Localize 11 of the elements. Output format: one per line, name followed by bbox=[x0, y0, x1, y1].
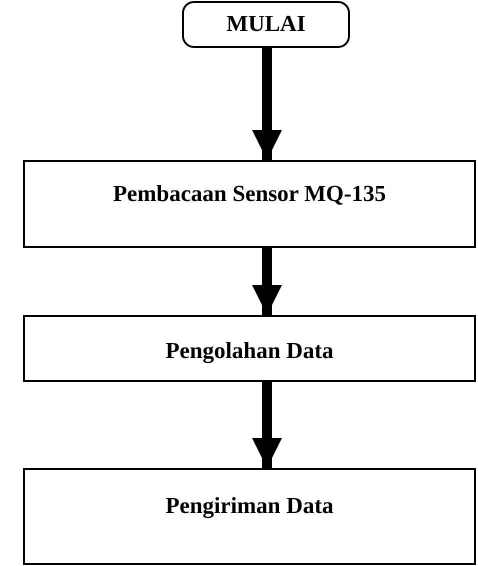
process-box bbox=[23, 160, 476, 248]
node-label: MULAI bbox=[226, 10, 306, 38]
process-box bbox=[23, 468, 476, 565]
arrow bbox=[252, 248, 282, 315]
arrow bbox=[252, 48, 282, 160]
node-label: Pengiriman Data bbox=[165, 492, 334, 520]
arrow bbox=[252, 382, 282, 468]
node-label: Pengolahan Data bbox=[165, 337, 334, 366]
process-box bbox=[23, 315, 476, 382]
node-label: Pembacaan Sensor MQ-135 bbox=[112, 180, 386, 208]
start-terminal bbox=[182, 1, 350, 48]
